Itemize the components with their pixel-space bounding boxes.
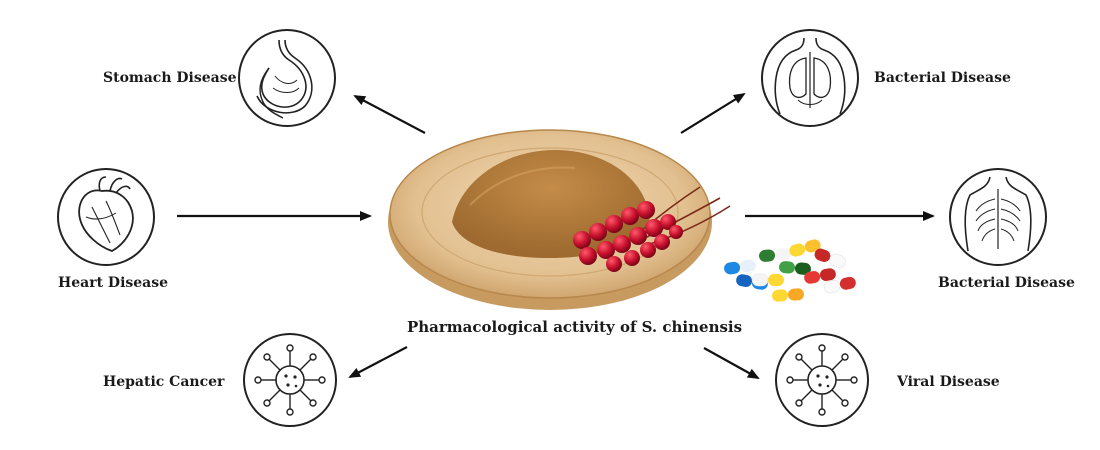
node-label-bacterial-top: Bacterial Disease <box>874 70 1011 86</box>
virus-icon <box>775 333 869 427</box>
arrow-to-bacterial-top <box>680 92 746 134</box>
capsules-image <box>724 239 856 302</box>
heart-icon <box>57 168 155 266</box>
node-label-bacterial-mid: Bacterial Disease <box>938 275 1075 291</box>
stomach-icon <box>238 29 336 127</box>
center-bowl-image <box>388 129 731 310</box>
arrow-to-hepatic <box>348 346 408 378</box>
center-caption: Pharmacological activity of S. chinensis <box>407 318 743 336</box>
node-label-stomach: Stomach Disease <box>103 70 237 86</box>
arrow-to-stomach <box>353 95 426 134</box>
node-label-viral: Viral Disease <box>897 374 1000 390</box>
arrow-to-viral <box>703 347 760 379</box>
node-label-heart: Heart Disease <box>58 275 169 291</box>
virus-icon <box>243 333 337 427</box>
torso-anatomy-icon <box>949 168 1047 266</box>
node-label-hepatic: Hepatic Cancer <box>103 374 225 390</box>
torso-lungs-icon <box>761 29 859 127</box>
